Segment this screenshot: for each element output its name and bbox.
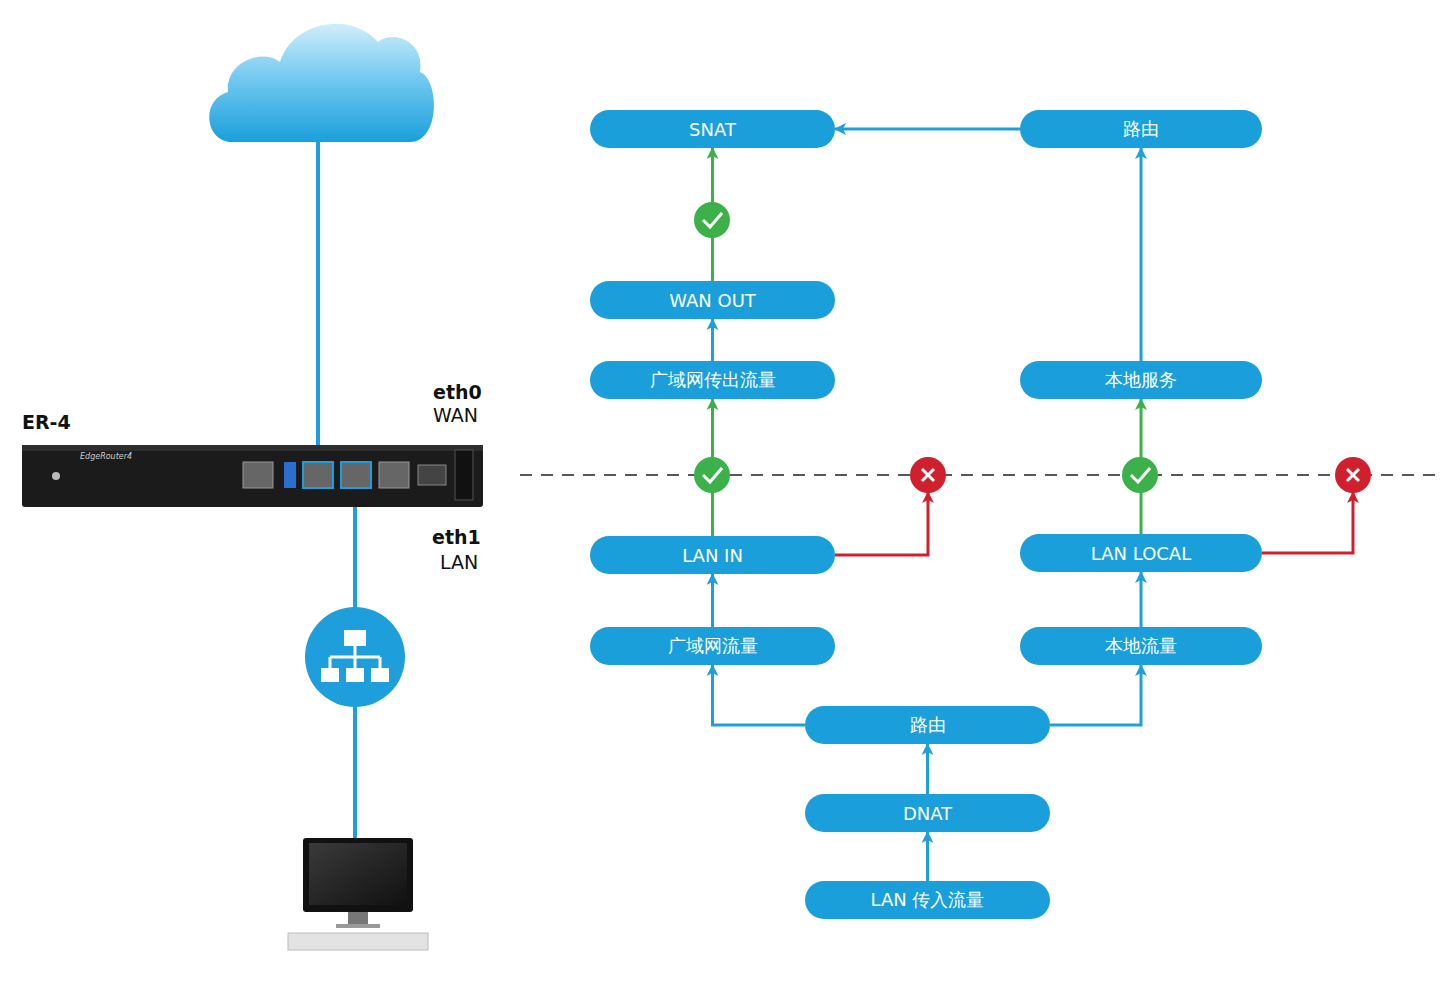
process-box: DNAT [805, 794, 1050, 832]
flow-arrow [711, 319, 714, 361]
flow-arrow [1050, 665, 1141, 725]
box-label: 本地服务 [1105, 368, 1177, 392]
flow-arrow [926, 832, 929, 881]
process-box: 本地服务 [1020, 361, 1262, 399]
flow-arrow [711, 399, 714, 536]
router-device [22, 445, 483, 507]
box-label: 路由 [910, 713, 946, 737]
port-role: LAN [440, 551, 478, 573]
deny-arrow [1262, 492, 1353, 553]
deny-mark [910, 457, 946, 493]
computer-icon [288, 838, 428, 950]
port-name: eth0 [433, 381, 482, 403]
box-label: LAN 传入流量 [871, 888, 985, 912]
accept-mark [694, 202, 730, 238]
process-box: WAN OUT [590, 281, 835, 319]
accept-mark [1122, 457, 1158, 493]
dashed-divider [520, 474, 1444, 476]
flow-arrow [1140, 399, 1143, 534]
box-label: LAN IN [682, 545, 743, 566]
port-name: eth1 [432, 526, 481, 548]
wan-wire [316, 120, 320, 470]
cloud-icon [209, 24, 434, 142]
deny-mark [1335, 457, 1371, 493]
process-box: 广域网传出流量 [590, 361, 835, 399]
deny-arrow [835, 492, 928, 555]
box-label: DNAT [903, 803, 952, 824]
box-label: SNAT [689, 119, 736, 140]
flow-arrow [926, 744, 929, 794]
process-box: LAN IN [590, 536, 835, 574]
process-box: 本地流量 [1020, 627, 1262, 665]
box-label: 广域网流量 [668, 634, 758, 658]
accept-mark [694, 457, 730, 493]
network-icon [305, 607, 405, 707]
flow-arrow [835, 128, 1020, 131]
process-box: SNAT [590, 110, 835, 148]
device-name: ER-4 [22, 411, 71, 433]
flow-arrow [711, 148, 714, 281]
flow-arrow [713, 665, 806, 725]
box-label: 广域网传出流量 [650, 368, 776, 392]
flow-arrow [1140, 572, 1143, 627]
process-box: LAN 传入流量 [805, 881, 1050, 919]
model-label: EdgeRouter4 [80, 452, 132, 461]
process-box: LAN LOCAL [1020, 534, 1262, 572]
process-box: 广域网流量 [590, 627, 835, 665]
flow-arrow [711, 574, 714, 627]
port-role: WAN [433, 404, 478, 426]
box-label: 本地流量 [1105, 634, 1177, 658]
box-label: 路由 [1123, 117, 1159, 141]
process-box: 路由 [805, 706, 1050, 744]
box-label: WAN OUT [669, 290, 756, 311]
box-label: LAN LOCAL [1091, 543, 1191, 564]
process-box: 路由 [1020, 110, 1262, 148]
flow-arrow [1140, 148, 1143, 361]
